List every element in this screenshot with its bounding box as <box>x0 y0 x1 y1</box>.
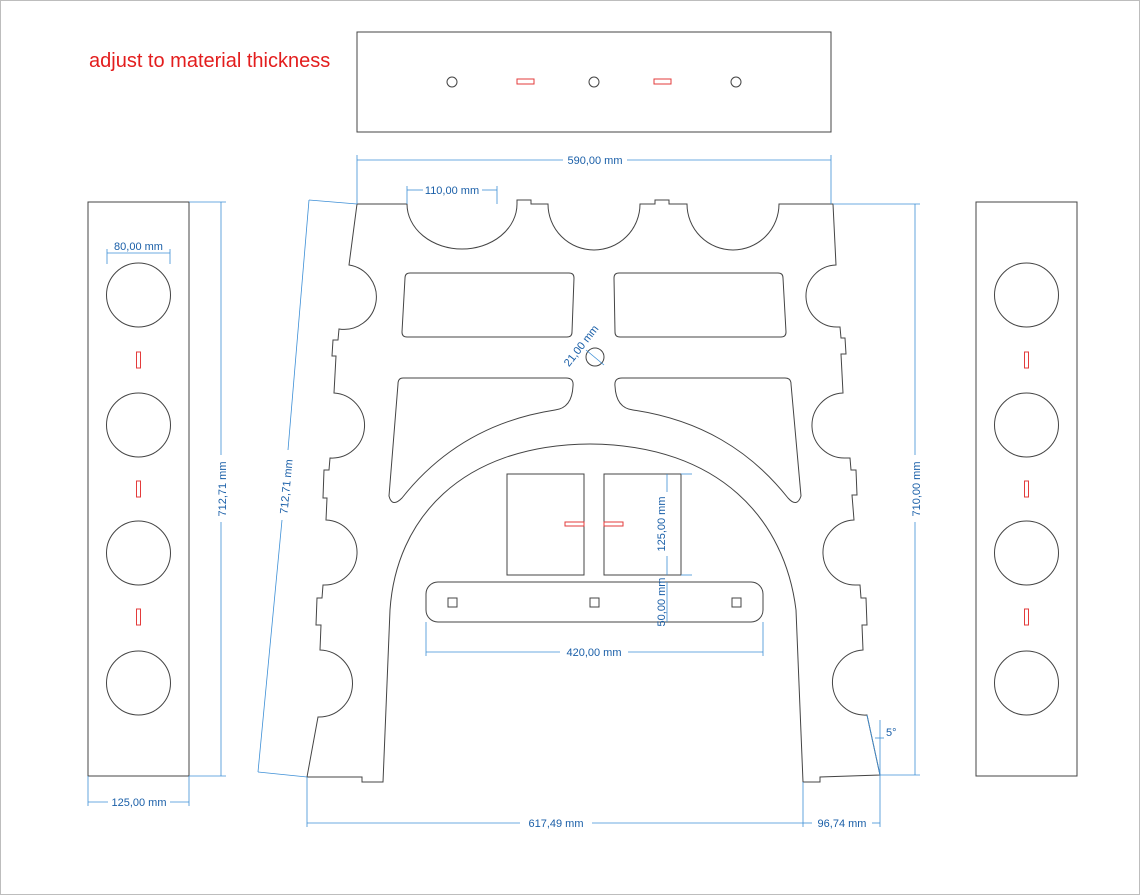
bottle-hole <box>106 650 171 716</box>
dimension-slant-length: 712,71 mm <box>257 199 358 778</box>
dim-label-bottom-width: 617,49 mm <box>528 818 583 830</box>
dim-label-bar-width: 420,00 mm <box>566 647 621 659</box>
window-cutout-left <box>401 272 575 338</box>
dimension-bar-width: 420,00 mm <box>425 622 764 659</box>
main-frame-panel <box>306 199 881 783</box>
dimension-angle: 5° <box>866 714 897 776</box>
bottle-hole <box>106 262 171 328</box>
dim-label-block-height: 125,00 mm <box>656 496 668 551</box>
tenon-slot <box>1024 480 1029 498</box>
dimension-frame-height: 710,00 mm <box>833 203 923 776</box>
dim-label-frame-height: 710,00 mm <box>911 461 923 516</box>
screw-square <box>447 597 458 608</box>
window-cutout-right <box>613 272 787 338</box>
dimension-block-height: 125,00 mm <box>656 473 692 576</box>
dim-label-bar-height: 50,00 mm <box>656 578 668 627</box>
tenon-slot <box>564 521 585 527</box>
tenon-slot <box>1024 351 1029 369</box>
tenon-slot <box>136 480 141 498</box>
tenon-slot <box>136 608 141 626</box>
screw-square <box>731 597 742 608</box>
screw-hole <box>446 76 458 88</box>
dim-label-slant-length: 712,71 mm <box>278 459 295 515</box>
dim-label-offset-width: 96,74 mm <box>818 818 867 830</box>
screw-hole <box>588 76 600 88</box>
bottle-hole <box>106 520 171 586</box>
dim-label-side-width: 125,00 mm <box>111 797 166 809</box>
tenon-slot <box>603 521 624 527</box>
tenon-slot <box>653 78 672 85</box>
dimension-side-height: 712,71 mm <box>189 201 229 777</box>
cross-bar <box>425 581 764 623</box>
bottle-hole <box>994 520 1059 586</box>
bottle-hole <box>994 262 1059 328</box>
tenon-slot <box>516 78 535 85</box>
bottle-hole <box>994 392 1059 458</box>
tenon-slot <box>136 351 141 369</box>
dimension-cup-width: 110,00 mm <box>406 185 498 204</box>
top-panel <box>356 31 832 133</box>
dimension-bottom-width: 617,49 mm <box>306 777 804 830</box>
dimension-hole-diameter: 80,00 mm <box>106 241 171 264</box>
dimension-side-width: 125,00 mm <box>87 776 190 809</box>
bottle-hole <box>106 392 171 458</box>
dimension-bar-height: 50,00 mm <box>656 578 668 627</box>
dim-label-angle: 5° <box>886 727 897 739</box>
arch-cutout-left <box>388 377 574 503</box>
bottle-hole <box>994 650 1059 716</box>
inner-blocks <box>506 473 682 576</box>
screw-square <box>589 597 600 608</box>
dim-label-side-height: 712,71 mm <box>217 461 229 516</box>
dim-label-top-width: 590,00 mm <box>567 155 622 167</box>
dimension-offset-width: 96,74 mm <box>803 775 881 830</box>
dim-label-cup-width: 110,00 mm <box>425 185 479 197</box>
dimension-top-width: 590,00 mm <box>356 155 832 204</box>
screw-hole <box>730 76 742 88</box>
frame-outline <box>306 199 881 783</box>
material-note: adjust to material thickness <box>89 50 330 72</box>
right-side-panel <box>975 201 1078 777</box>
center-hole <box>585 347 605 367</box>
left-side-panel <box>87 201 190 777</box>
dim-label-hole-diameter: 80,00 mm <box>114 241 163 253</box>
arch-cutout-right <box>614 377 802 503</box>
tenon-slot <box>1024 608 1029 626</box>
